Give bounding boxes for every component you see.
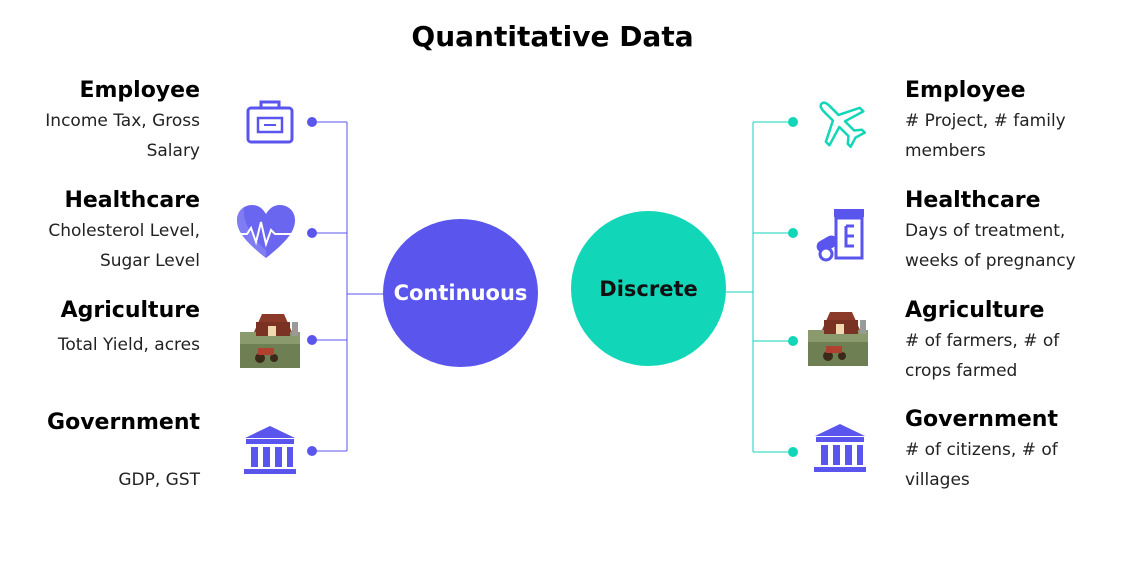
discrete-healthcare: Healthcare Days of treatment, weeks of p… — [905, 186, 1120, 276]
discrete-label: Discrete — [599, 276, 698, 301]
category-heading: Agriculture — [60, 298, 200, 323]
government-building-icon — [240, 422, 300, 482]
category-desc: members — [905, 141, 986, 161]
category-heading: Healthcare — [905, 188, 1041, 213]
discrete-government: Government # of citizens, # of villages — [905, 405, 1120, 495]
category-desc: GDP, GST — [118, 470, 200, 490]
diagram-title: Quantitative Data — [411, 20, 694, 53]
category-heading: Employee — [79, 78, 200, 103]
category-desc: Salary — [146, 141, 200, 161]
government-building-icon — [810, 420, 870, 480]
category-desc: Days of treatment, — [905, 221, 1066, 241]
airplane-icon — [810, 92, 870, 152]
category-heading: Government — [905, 407, 1058, 432]
category-desc: Total Yield, acres — [57, 335, 200, 355]
discrete-node: Discrete — [571, 211, 726, 366]
continuous-government: Government GDP, GST — [0, 408, 200, 495]
category-desc: weeks of pregnancy — [905, 251, 1076, 271]
category-heading: Agriculture — [905, 298, 1045, 323]
category-desc: crops farmed — [905, 361, 1018, 381]
category-desc: Cholesterol Level, — [48, 221, 200, 241]
category-desc: Income Tax, Gross — [45, 111, 200, 131]
category-heading: Healthcare — [64, 188, 200, 213]
discrete-employee: Employee # Project, # family members — [905, 76, 1120, 166]
medicine-icon — [812, 206, 872, 266]
category-desc: Sugar Level — [99, 251, 200, 271]
category-heading: Government — [47, 410, 200, 435]
category-desc: # of farmers, # of — [905, 331, 1060, 351]
category-desc: # of citizens, # of — [905, 440, 1058, 460]
continuous-employee: Employee Income Tax, Gross Salary — [0, 76, 200, 166]
category-desc: villages — [905, 470, 970, 490]
discrete-agriculture: Agriculture # of farmers, # of crops far… — [905, 296, 1120, 386]
briefcase-icon — [240, 94, 300, 154]
heartbeat-icon — [233, 200, 299, 260]
farm-icon — [808, 306, 868, 366]
continuous-label: Continuous — [393, 281, 528, 305]
continuous-healthcare: Healthcare Cholesterol Level, Sugar Leve… — [0, 186, 200, 276]
farm-icon — [240, 308, 300, 368]
category-heading: Employee — [905, 78, 1026, 103]
continuous-agriculture: Agriculture Total Yield, acres — [0, 296, 200, 360]
category-desc: # Project, # family — [905, 111, 1066, 131]
continuous-node: Continuous — [383, 219, 538, 367]
